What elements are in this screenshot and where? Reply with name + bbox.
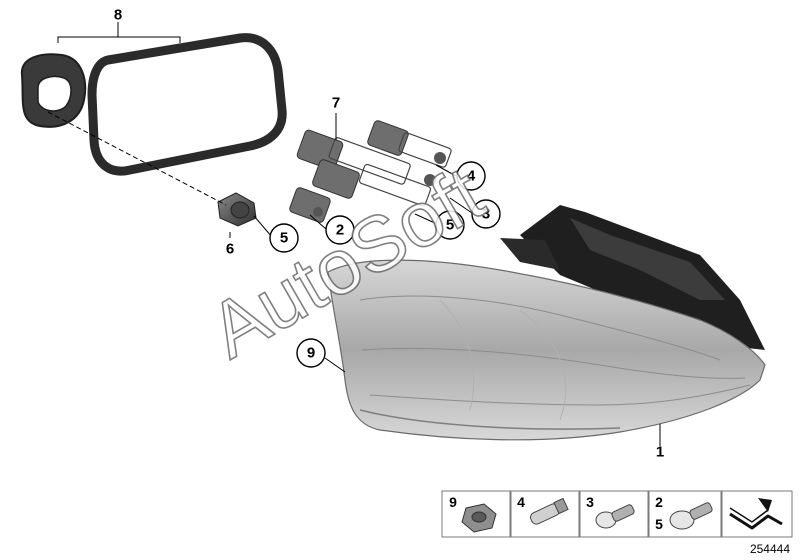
legend-num-5: 5 [655, 516, 663, 532]
gasket-small [20, 53, 87, 128]
callout-text-2: 2 [336, 222, 344, 239]
bulb-socket [217, 192, 257, 227]
part-label-8: 8 [114, 7, 122, 24]
callout-text-5-right: 5 [446, 217, 454, 234]
callout-text-5-left: 5 [280, 230, 288, 247]
callout-9: 9 [296, 338, 326, 368]
callout-5-right: 5 [435, 210, 465, 240]
callout-text-3: 3 [482, 206, 490, 223]
nut-icon [461, 503, 497, 533]
gasket-large [87, 33, 287, 176]
bulb-icon-2-5 [669, 502, 713, 530]
callout-text-4: 4 [467, 168, 476, 185]
callout-3: 3 [471, 199, 501, 229]
legend-strip: 9 4 3 2 5 [441, 490, 793, 538]
direction-arrow-icon [729, 498, 783, 530]
bulb-carrier [289, 120, 452, 223]
legend-num-2: 2 [655, 494, 663, 510]
legend-num-9: 9 [449, 494, 457, 510]
callout-4: 4 [456, 161, 486, 191]
bulb-icon-3 [595, 504, 635, 529]
legend-num-4: 4 [517, 494, 525, 510]
diagram-number: 254444 [750, 542, 790, 556]
part-label-1: 1 [656, 444, 664, 461]
legend-cell-arrow [721, 490, 793, 538]
leader-lines [57, 22, 661, 446]
callout-text-9: 9 [307, 345, 315, 362]
callout-2: 2 [325, 215, 355, 245]
legend-num-3: 3 [586, 494, 594, 510]
tail-lamp-lens [327, 259, 766, 441]
assembly-line [47, 111, 227, 206]
bulb-icon-4 [530, 497, 569, 525]
part-label-6: 6 [226, 241, 234, 258]
callout-5-left: 5 [269, 223, 299, 253]
tail-lamp-housing [500, 205, 765, 350]
part-label-7: 7 [332, 95, 340, 112]
